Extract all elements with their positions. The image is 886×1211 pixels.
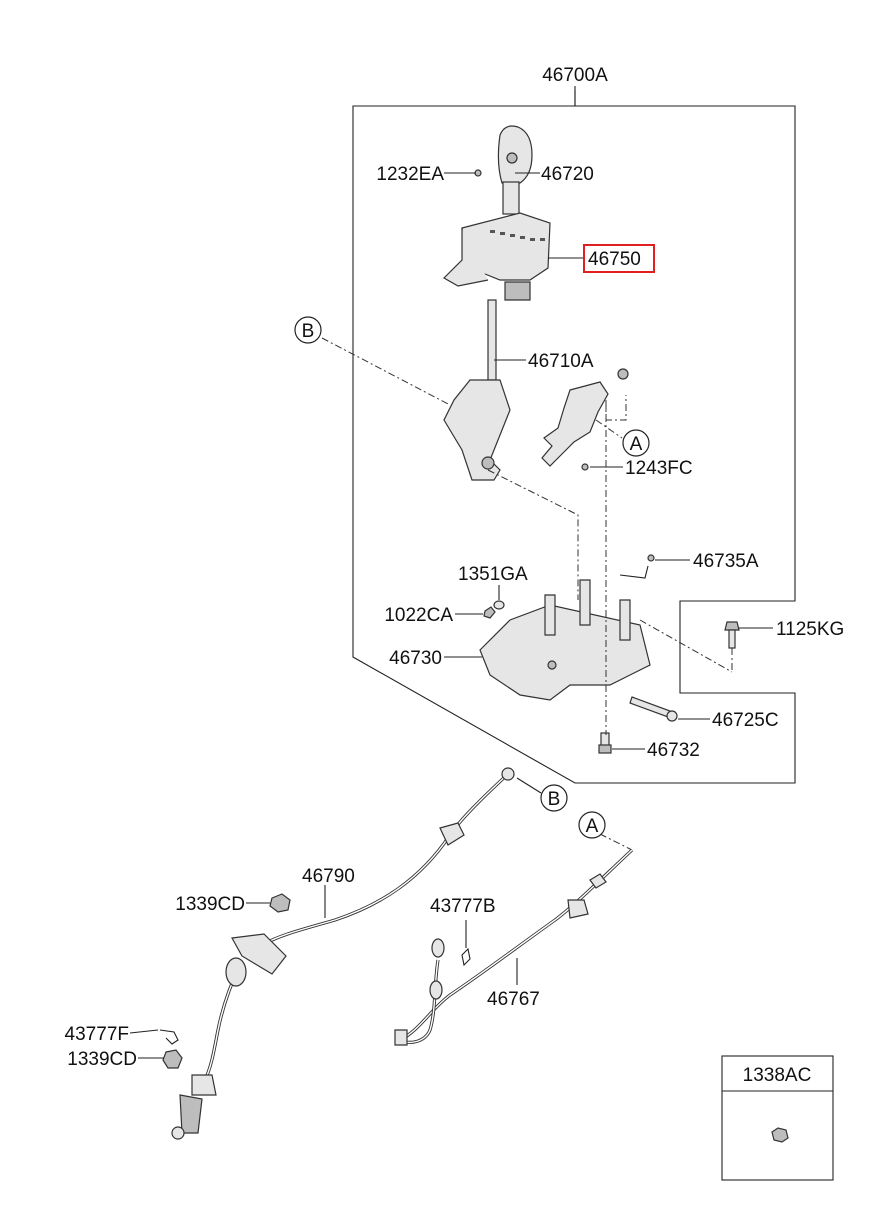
alignment-line-lever — [487, 469, 579, 600]
label-46767: 46767 — [487, 989, 540, 1010]
label-46735A: 46735A — [693, 551, 759, 572]
bracket-1243FC-part[interactable] — [541, 368, 629, 471]
label-43777F: 43777F — [65, 1024, 129, 1045]
spring-46735A-part[interactable] — [619, 554, 655, 579]
svg-text:A: A — [630, 434, 643, 455]
callout-a-top: A — [622, 429, 650, 457]
washer-1351GA-part[interactable] — [493, 600, 505, 610]
label-1125KG: 1125KG — [776, 619, 844, 640]
label-46790: 46790 — [302, 866, 355, 887]
nut-1339CD-bottom-part[interactable] — [162, 1049, 183, 1069]
cable-46767-part[interactable] — [394, 848, 634, 1046]
base-bracket-46730-part[interactable] — [479, 579, 651, 701]
nut-1022CA-part[interactable] — [483, 606, 496, 619]
legend-box — [721, 1055, 834, 1181]
clip-43777B-part[interactable] — [461, 947, 471, 967]
label-43777B: 43777B — [430, 896, 496, 917]
alignment-line-cable-a — [599, 833, 633, 851]
leader-callout-b-bottom — [516, 777, 542, 794]
label-1243FC: 1243FC — [625, 458, 693, 479]
bolt-1125KG-part[interactable] — [724, 621, 740, 649]
alignment-line-bolt — [639, 619, 733, 673]
svg-text:A: A — [586, 816, 599, 837]
shift-cable-46790-part[interactable] — [171, 767, 515, 1140]
indicator-46750-part[interactable] — [443, 212, 551, 301]
pin-46725C-part[interactable] — [629, 696, 678, 722]
svg-text:B: B — [548, 789, 561, 810]
highlight-box — [583, 244, 655, 273]
label-46750[interactable]: 46750 — [588, 249, 641, 270]
label-46700A: 46700A — [542, 65, 608, 86]
label-1351GA: 1351GA — [458, 564, 528, 585]
label-46732: 46732 — [647, 740, 700, 761]
alignment-line-b — [321, 337, 451, 406]
leader-43777F — [129, 1029, 159, 1034]
label-1339CD-bottom: 1339CD — [67, 1049, 137, 1070]
label-46730: 46730 — [389, 648, 442, 669]
label-1022CA: 1022CA — [384, 605, 453, 626]
label-46720: 46720 — [541, 164, 594, 185]
lever-46710A-part[interactable] — [443, 299, 511, 481]
svg-text:B: B — [302, 321, 315, 342]
nut-1339CD-top-part[interactable] — [269, 893, 291, 913]
alignment-line-a — [605, 395, 627, 421]
callout-b-top: B — [294, 316, 322, 344]
label-1232EA: 1232EA — [376, 164, 444, 185]
clip-43777F-part[interactable] — [159, 1029, 179, 1045]
legend-label-1338AC: 1338AC — [743, 1065, 812, 1086]
bolt-46732-part[interactable] — [598, 732, 612, 754]
label-1339CD-top: 1339CD — [175, 894, 245, 915]
label-46725C: 46725C — [712, 710, 779, 731]
alignment-line-a2 — [595, 419, 623, 439]
callout-b-bottom: B — [540, 784, 568, 812]
label-46710A: 46710A — [528, 351, 594, 372]
callout-a-bottom: A — [578, 811, 606, 839]
shift-knob-part[interactable] — [497, 125, 533, 215]
assembly-outline — [352, 90, 796, 784]
